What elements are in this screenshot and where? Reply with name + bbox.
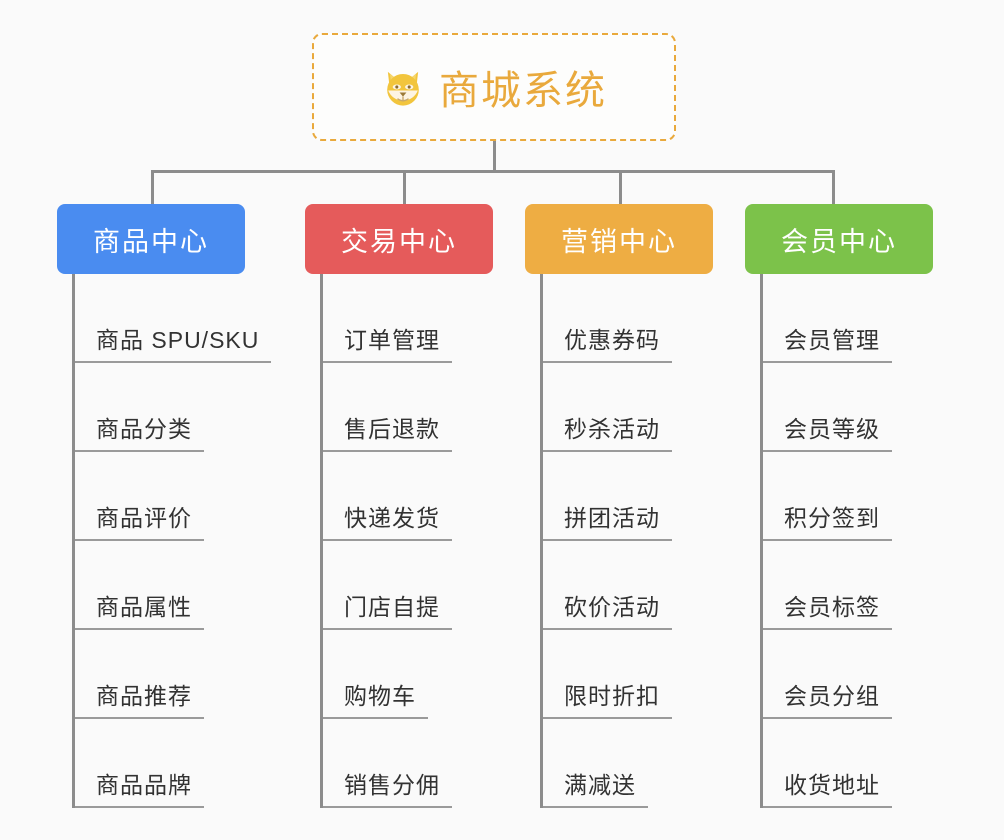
list-item[interactable]: 秒杀活动 <box>540 363 713 452</box>
branch-spine <box>320 274 323 808</box>
root-node[interactable]: 商城系统 <box>312 33 676 141</box>
leaf-label: 售后退款 <box>320 410 452 452</box>
leaf-label: 积分签到 <box>760 499 892 541</box>
list-item[interactable]: 会员管理 <box>760 274 933 363</box>
branch-column-trade: 交易中心 订单管理 售后退款 快递发货 门店自提 购物车 销售分佣 <box>305 204 493 808</box>
leaf-label: 商品品牌 <box>72 766 204 808</box>
branch-body: 订单管理 售后退款 快递发货 门店自提 购物车 销售分佣 <box>305 274 493 808</box>
branch-body: 商品 SPU/SKU 商品分类 商品评价 商品属性 商品推荐 商品品牌 <box>57 274 272 808</box>
branch-body: 会员管理 会员等级 积分签到 会员标签 会员分组 收货地址 <box>745 274 933 808</box>
list-item[interactable]: 购物车 <box>320 630 493 719</box>
list-item[interactable]: 会员分组 <box>760 630 933 719</box>
connector-drop-1 <box>151 170 154 206</box>
leaf-label: 优惠券码 <box>540 321 672 363</box>
branch-header-product[interactable]: 商品中心 <box>57 204 245 274</box>
branch-header-marketing[interactable]: 营销中心 <box>525 204 713 274</box>
list-item[interactable]: 订单管理 <box>320 274 493 363</box>
connector-drop-3 <box>619 170 622 206</box>
leaf-label: 商品评价 <box>72 499 204 541</box>
leaf-label: 订单管理 <box>320 321 452 363</box>
leaf-label: 拼团活动 <box>540 499 672 541</box>
list-item[interactable]: 收货地址 <box>760 719 933 808</box>
leaf-label: 满减送 <box>540 766 648 808</box>
branch-header-label: 会员中心 <box>781 226 897 257</box>
branch-header-label: 商品中心 <box>93 226 209 257</box>
branch-spine <box>540 274 543 808</box>
list-item[interactable]: 商品推荐 <box>72 630 245 719</box>
list-item[interactable]: 售后退款 <box>320 363 493 452</box>
list-item[interactable]: 优惠券码 <box>540 274 713 363</box>
leaf-label: 秒杀活动 <box>540 410 672 452</box>
leaf-label: 会员分组 <box>760 677 892 719</box>
leaf-list: 优惠券码 秒杀活动 拼团活动 砍价活动 限时折扣 满减送 <box>525 274 713 808</box>
leaf-list: 订单管理 售后退款 快递发货 门店自提 购物车 销售分佣 <box>305 274 493 808</box>
branch-column-member: 会员中心 会员管理 会员等级 积分签到 会员标签 会员分组 收货地址 <box>745 204 933 808</box>
list-item[interactable]: 商品评价 <box>72 452 245 541</box>
leaf-label: 收货地址 <box>760 766 892 808</box>
list-item[interactable]: 商品属性 <box>72 541 245 630</box>
branch-header-trade[interactable]: 交易中心 <box>305 204 493 274</box>
leaf-label: 购物车 <box>320 677 428 719</box>
leaf-list: 会员管理 会员等级 积分签到 会员标签 会员分组 收货地址 <box>745 274 933 808</box>
list-item[interactable]: 门店自提 <box>320 541 493 630</box>
leaf-label: 门店自提 <box>320 588 452 630</box>
leaf-label: 限时折扣 <box>540 677 672 719</box>
leaf-label: 会员等级 <box>760 410 892 452</box>
branch-body: 优惠券码 秒杀活动 拼团活动 砍价活动 限时折扣 满减送 <box>525 274 713 808</box>
leaf-label: 快递发货 <box>320 499 452 541</box>
list-item[interactable]: 满减送 <box>540 719 713 808</box>
leaf-label: 砍价活动 <box>540 588 672 630</box>
list-item[interactable]: 会员标签 <box>760 541 933 630</box>
branch-column-marketing: 营销中心 优惠券码 秒杀活动 拼团活动 砍价活动 限时折扣 满减送 <box>525 204 713 808</box>
leaf-label: 会员管理 <box>760 321 892 363</box>
leaf-label: 商品 SPU/SKU <box>72 321 272 363</box>
dog-face-icon <box>381 65 425 109</box>
list-item[interactable]: 快递发货 <box>320 452 493 541</box>
list-item[interactable]: 积分签到 <box>760 452 933 541</box>
list-item[interactable]: 会员等级 <box>760 363 933 452</box>
branch-header-label: 交易中心 <box>341 226 457 257</box>
branch-column-product: 商品中心 商品 SPU/SKU 商品分类 商品评价 商品属性 商品推荐 商品品牌 <box>57 204 272 808</box>
leaf-label: 会员标签 <box>760 588 892 630</box>
list-item[interactable]: 销售分佣 <box>320 719 493 808</box>
leaf-label: 商品分类 <box>72 410 204 452</box>
branch-spine <box>760 274 763 808</box>
leaf-label: 商品属性 <box>72 588 204 630</box>
leaf-label: 商品推荐 <box>72 677 204 719</box>
list-item[interactable]: 限时折扣 <box>540 630 713 719</box>
branch-spine <box>72 274 75 808</box>
connector-drop-4 <box>832 170 835 206</box>
branch-header-member[interactable]: 会员中心 <box>745 204 933 274</box>
list-item[interactable]: 砍价活动 <box>540 541 713 630</box>
leaf-label: 销售分佣 <box>320 766 452 808</box>
root-title: 商城系统 <box>439 69 607 113</box>
connector-horizontal-bar <box>151 170 835 173</box>
connector-root-stem <box>493 141 496 172</box>
connector-drop-2 <box>403 170 406 206</box>
list-item[interactable]: 商品品牌 <box>72 719 245 808</box>
branch-header-label: 营销中心 <box>561 226 677 257</box>
list-item[interactable]: 商品分类 <box>72 363 245 452</box>
list-item[interactable]: 拼团活动 <box>540 452 713 541</box>
leaf-list: 商品 SPU/SKU 商品分类 商品评价 商品属性 商品推荐 商品品牌 <box>57 274 272 808</box>
list-item[interactable]: 商品 SPU/SKU <box>72 274 272 363</box>
